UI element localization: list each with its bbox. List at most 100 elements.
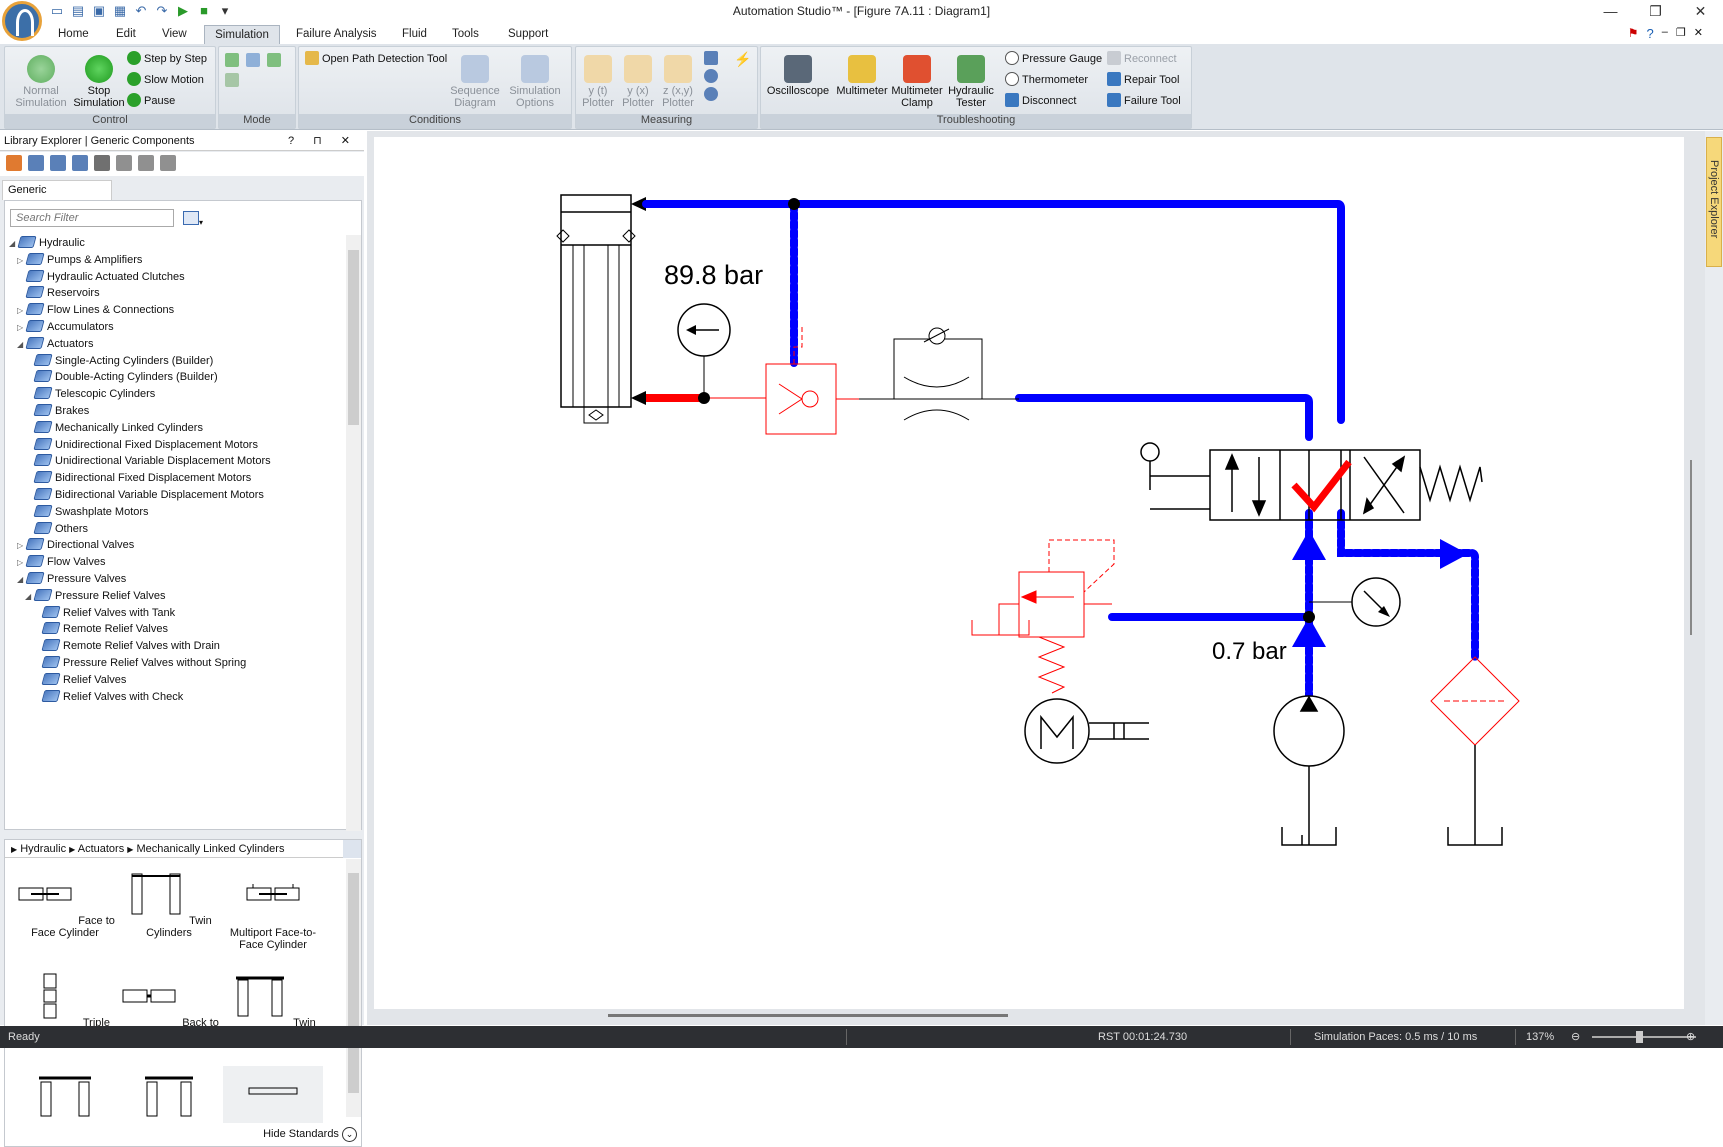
print-icon[interactable]: ▦ bbox=[113, 3, 127, 18]
tree-item[interactable]: ◢Pressure Relief Valves bbox=[25, 588, 165, 604]
help-icon[interactable]: ? bbox=[1646, 26, 1654, 41]
tree-item[interactable]: Telescopic Cylinders bbox=[25, 386, 155, 402]
undo-icon[interactable]: ↶ bbox=[135, 3, 147, 18]
tree-item[interactable]: Relief Valves with Tank bbox=[33, 605, 175, 621]
mode-icon-1[interactable] bbox=[225, 53, 239, 67]
simulation-options-button[interactable]: Simulation Options bbox=[505, 55, 565, 109]
slow-motion-button[interactable]: Slow Motion bbox=[127, 72, 204, 88]
directional-valve[interactable] bbox=[1140, 442, 1483, 521]
scrollbar-thumb[interactable] bbox=[348, 250, 359, 425]
new-icon[interactable]: ▭ bbox=[50, 3, 64, 18]
component-twin-cylinders[interactable]: Twin Cylinders bbox=[119, 870, 219, 939]
tree-item[interactable]: Unidirectional Fixed Displacement Motors bbox=[25, 437, 258, 453]
library-icon[interactable] bbox=[72, 155, 88, 171]
expanded-arrow-icon[interactable]: ◢ bbox=[25, 591, 32, 601]
yt-plotter-button[interactable]: y (t) Plotter bbox=[578, 55, 618, 109]
play-icon[interactable]: ▶ bbox=[178, 3, 188, 18]
tree-item[interactable]: Unidirectional Variable Displacement Mot… bbox=[25, 453, 271, 469]
tree-item[interactable]: ▷Flow Valves bbox=[17, 554, 105, 570]
tree-item[interactable]: Remote Relief Valves bbox=[33, 621, 168, 637]
panel-header-buttons[interactable]: ? ⊓ ✕ bbox=[287, 135, 358, 147]
gallery-scrollbar[interactable] bbox=[346, 859, 361, 1117]
app-logo[interactable] bbox=[2, 1, 42, 41]
tab-failure-analysis[interactable]: Failure Analysis bbox=[296, 28, 377, 40]
electric-motor[interactable] bbox=[1024, 698, 1149, 764]
ribbon-minimize-icon[interactable]: – bbox=[1661, 26, 1668, 38]
library-icon[interactable] bbox=[50, 155, 66, 171]
tree-item[interactable]: Brakes bbox=[25, 403, 89, 419]
project-explorer-tab[interactable]: Project Explorer bbox=[1706, 137, 1722, 267]
tree-item[interactable]: Relief Valves bbox=[33, 672, 126, 688]
tree-item[interactable]: ▷Directional Valves bbox=[17, 537, 134, 553]
search-input[interactable] bbox=[10, 209, 174, 227]
component-more-1[interactable] bbox=[15, 1070, 115, 1127]
tree-icon[interactable] bbox=[116, 155, 132, 171]
search-icon[interactable] bbox=[343, 840, 361, 858]
library-icon[interactable] bbox=[28, 155, 44, 171]
tree-item[interactable]: Pressure Relief Valves without Spring bbox=[33, 655, 246, 671]
zoom-slider-thumb[interactable] bbox=[1636, 1031, 1643, 1043]
expanded-arrow-icon[interactable]: ◢ bbox=[17, 575, 24, 584]
mode-icon-3[interactable] bbox=[267, 53, 281, 67]
thermometer-button[interactable]: Thermometer bbox=[1005, 72, 1088, 88]
tree-item[interactable]: ▷Flow Lines & Connections bbox=[17, 302, 174, 318]
zoom-slider[interactable] bbox=[1592, 1036, 1696, 1038]
canvas-hscrollbar[interactable] bbox=[608, 1014, 1008, 1017]
list-icon[interactable] bbox=[138, 155, 154, 171]
breadcrumb-item[interactable]: Mechanically Linked Cylinders bbox=[136, 843, 285, 855]
repair-tool-button[interactable]: Repair Tool bbox=[1107, 72, 1179, 88]
normal-simulation-button[interactable]: Normal Simulation bbox=[9, 55, 73, 109]
lock-icon[interactable] bbox=[160, 155, 176, 171]
home-icon[interactable] bbox=[6, 155, 22, 171]
network-icon[interactable] bbox=[704, 87, 718, 101]
ribbon-close-icon[interactable]: ✕ bbox=[1693, 27, 1703, 39]
zoom-out-icon[interactable]: ⊖ bbox=[1571, 1031, 1581, 1043]
failure-tool-button[interactable]: Failure Tool bbox=[1107, 93, 1181, 109]
stop-icon[interactable]: ■ bbox=[200, 3, 208, 18]
flash-icon[interactable]: ⚡ bbox=[734, 51, 752, 67]
stop-simulation-button[interactable]: Stop Simulation bbox=[67, 55, 131, 109]
diagram-canvas[interactable]: 89.8 bar bbox=[374, 137, 1684, 1009]
table-icon[interactable] bbox=[704, 51, 718, 65]
tree-item[interactable]: ◢Hydraulic bbox=[9, 235, 85, 251]
component-more-2[interactable] bbox=[119, 1070, 219, 1127]
pressure-gauge-bottom[interactable] bbox=[1309, 577, 1401, 627]
pause-button[interactable]: Pause bbox=[127, 93, 175, 109]
hydraulic-tester-button[interactable]: Hydraulic Tester bbox=[943, 55, 999, 109]
disconnect-button[interactable]: Disconnect bbox=[1005, 93, 1076, 109]
minimize-icon[interactable]: — bbox=[1603, 3, 1618, 19]
qat-dropdown-icon[interactable]: ▾ bbox=[221, 3, 229, 18]
expanded-arrow-icon[interactable]: ◢ bbox=[17, 339, 24, 349]
breadcrumb-item[interactable]: Actuators bbox=[77, 843, 125, 855]
tree-item[interactable]: Reservoirs bbox=[17, 285, 100, 301]
step-by-step-button[interactable]: Step by Step bbox=[127, 51, 207, 67]
component-multiport-face-to-face[interactable]: Multiport Face-to-Face Cylinder bbox=[223, 870, 323, 951]
mode-icon-2[interactable] bbox=[246, 53, 260, 67]
tree-item[interactable]: Single-Acting Cylinders (Builder) bbox=[25, 353, 213, 369]
redo-icon[interactable]: ↷ bbox=[156, 3, 168, 18]
component-face-to-face[interactable]: Face to Face Cylinder bbox=[15, 870, 115, 939]
flag-icon[interactable]: ⚑ bbox=[1627, 26, 1639, 40]
double-acting-cylinder[interactable] bbox=[556, 194, 646, 424]
tab-support[interactable]: Support bbox=[508, 28, 549, 40]
save-icon[interactable]: ▣ bbox=[92, 3, 106, 18]
zxy-plotter-button[interactable]: z (x,y) Plotter bbox=[658, 55, 698, 109]
filter-button[interactable]: ▾ bbox=[183, 209, 213, 227]
zoom-in-icon[interactable]: ⊕ bbox=[1686, 1031, 1696, 1043]
tree-scrollbar[interactable] bbox=[346, 235, 361, 831]
collapsed-arrow-icon[interactable]: ▷ bbox=[17, 541, 24, 551]
tree-item[interactable]: Double-Acting Cylinders (Builder) bbox=[25, 369, 218, 385]
component-more-3[interactable] bbox=[223, 1066, 323, 1123]
flow-control-valve[interactable] bbox=[893, 327, 983, 421]
mode-icon-4[interactable] bbox=[225, 73, 239, 87]
tab-simulation[interactable]: Simulation bbox=[204, 25, 280, 44]
collapsed-arrow-icon[interactable]: ▷ bbox=[17, 255, 24, 265]
open-icon[interactable]: ▤ bbox=[71, 3, 85, 18]
breadcrumb-item[interactable]: Hydraulic bbox=[20, 843, 67, 855]
close-icon[interactable]: ✕ bbox=[1694, 3, 1707, 19]
tree-item[interactable]: Swashplate Motors bbox=[25, 504, 149, 520]
open-path-detection-button[interactable]: Open Path Detection Tool bbox=[305, 51, 447, 67]
yx-plotter-button[interactable]: y (x) Plotter bbox=[618, 55, 658, 109]
collapsed-arrow-icon[interactable]: ▷ bbox=[17, 306, 24, 316]
sequence-diagram-button[interactable]: Sequence Diagram bbox=[445, 55, 505, 109]
